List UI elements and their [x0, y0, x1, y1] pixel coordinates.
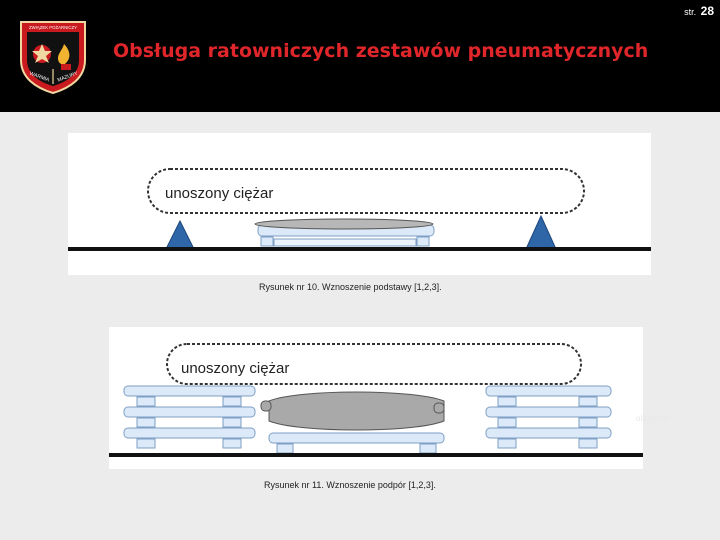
- figure-caption-2: Rysunek nr 11. Wznoszenie podpór [1,2,3]…: [264, 480, 436, 490]
- page-number: str. 28: [684, 4, 714, 18]
- watermark-text: olsztyn.pl: [636, 414, 670, 423]
- plank-stack-middle: [268, 432, 445, 454]
- pneumatic-cushion: [268, 391, 445, 431]
- lifted-load-outline: [147, 168, 585, 214]
- fire-brigade-logo: ZWIĄZEK POŻARNICZY WARMIA MAZURY: [20, 21, 86, 94]
- base-lifting-diagram: unoszony ciężar: [68, 168, 651, 251]
- support-triangle-left: [165, 219, 195, 250]
- lifted-load-label: unoszony ciężar: [165, 185, 273, 202]
- lifted-load-outline: [166, 343, 582, 385]
- slide-title: Obsługa ratowniczych zestawów pneumatycz…: [113, 40, 649, 62]
- plank-stack-left: [123, 385, 256, 449]
- support-triangle-right: [525, 214, 557, 250]
- figure-support-lifting: unoszony ciężar: [109, 327, 643, 469]
- ground-line: [109, 453, 643, 457]
- plank-stack-right: [485, 385, 612, 449]
- svg-text:ZWIĄZEK POŻARNICZY: ZWIĄZEK POŻARNICZY: [29, 25, 77, 30]
- lifted-load-label: unoszony ciężar: [181, 360, 289, 377]
- ground-line: [68, 247, 651, 251]
- figure-caption-1: Rysunek nr 10. Wznoszenie podstawy [1,2,…: [259, 282, 442, 292]
- support-lifting-diagram: unoszony ciężar: [109, 343, 643, 457]
- pneumatic-cushion: [254, 218, 434, 230]
- header-bar: str. 28 ZWIĄZEK POŻARNICZY WARMIA MAZURY…: [0, 0, 720, 112]
- figure-base-lifting: unoszony ciężar: [68, 133, 651, 275]
